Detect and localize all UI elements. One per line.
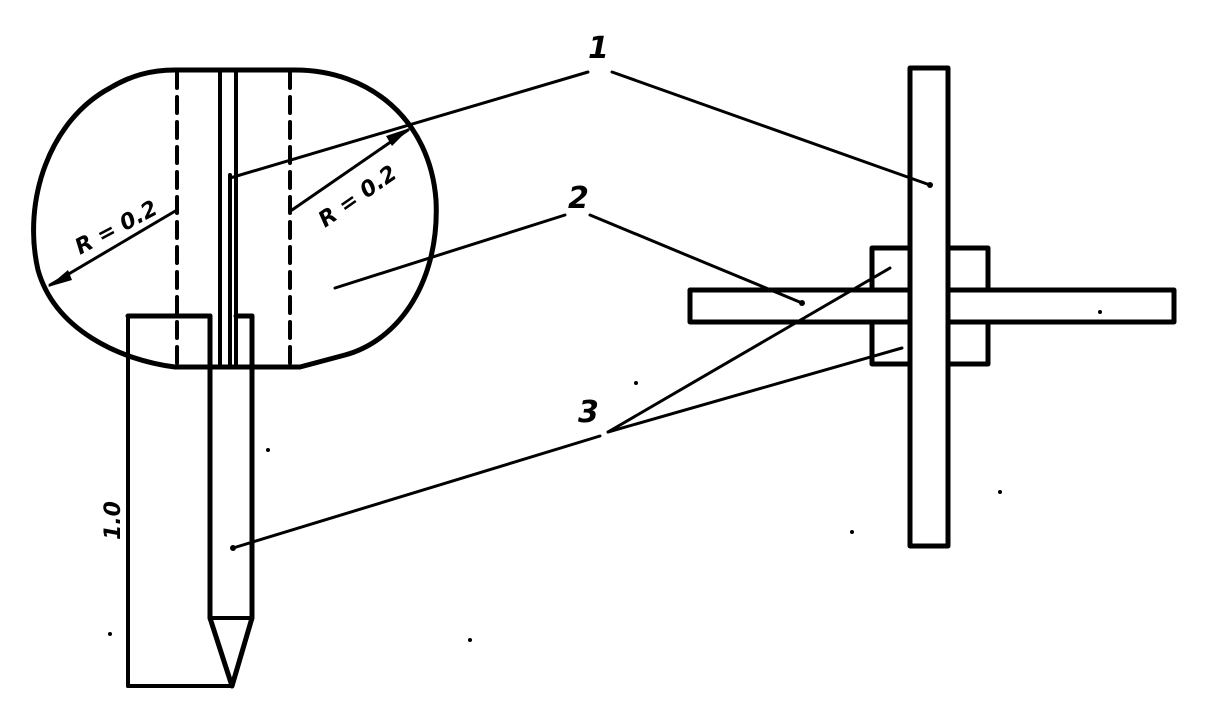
callout-leaders — [228, 70, 933, 551]
leader-2-right — [588, 213, 804, 305]
needle-tip — [207, 615, 255, 689]
radius-arrowhead-left — [48, 270, 72, 287]
radius-leader-right — [290, 128, 410, 212]
leader-dot-2-bar — [799, 300, 805, 306]
right-assembly — [687, 65, 1177, 549]
radius-arrowhead-right — [386, 128, 410, 146]
spacer-bottom-right — [945, 319, 991, 367]
leader-3-lower — [606, 346, 904, 434]
callout-number-3: 3 — [578, 395, 599, 430]
radius-label-right: R = 0.2 — [314, 161, 402, 233]
horizontal-bar-left — [687, 287, 913, 325]
leader-2-left — [333, 213, 567, 290]
callout-number-2: 2 — [568, 181, 589, 216]
detail-circle-outline — [31, 67, 439, 370]
callout-number-1: 1 — [588, 31, 609, 66]
horizontal-bar-right — [945, 287, 1177, 325]
leader-1-left — [228, 70, 590, 180]
leader-3-left — [231, 434, 602, 550]
spacer-bottom-left — [869, 319, 913, 367]
leader-dot-1-plate — [927, 182, 933, 188]
radius-leader-left — [48, 208, 179, 287]
scan-specks — [108, 310, 1102, 642]
leader-3-upper — [606, 266, 892, 434]
spacer-top-right — [945, 245, 991, 293]
leader-dot-3-needle — [230, 545, 236, 551]
detail-view — [31, 67, 439, 370]
spacer-top-left — [869, 245, 913, 293]
length-dimension-label: 1.0 — [101, 501, 126, 540]
leader-1-right — [610, 70, 932, 187]
vertical-plate — [907, 65, 951, 549]
needle-part: 1.0 — [101, 313, 255, 689]
